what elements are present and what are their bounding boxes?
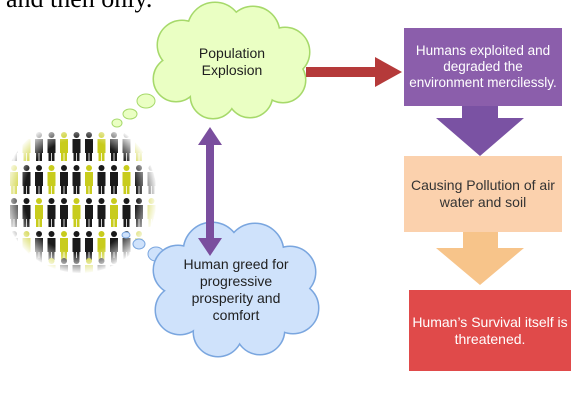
person-leg — [64, 278, 67, 287]
person-leg — [114, 278, 117, 287]
thought-bubbles-lower — [121, 231, 165, 262]
person-head — [11, 132, 17, 138]
person-head — [11, 258, 17, 264]
exploited-label: Humans exploited and degraded the enviro… — [409, 42, 557, 91]
person-head — [136, 258, 142, 264]
person-leg — [139, 278, 142, 287]
population-greed-double-arrow — [198, 127, 222, 256]
person-leg — [61, 278, 64, 287]
population-explosion-label: Population Explosion — [198, 45, 266, 78]
person-leg — [139, 251, 142, 260]
person-leg — [52, 278, 55, 287]
person-leg — [14, 251, 17, 260]
person-head — [148, 132, 155, 138]
person-body — [22, 265, 31, 273]
human-greed-cloud — [152, 221, 320, 358]
person-body — [35, 265, 43, 273]
crowd-icon — [2, 118, 158, 287]
person-head — [148, 231, 155, 237]
person-leg — [24, 278, 27, 287]
pollution-to-survival-arrow — [436, 232, 524, 285]
person-body — [135, 265, 143, 273]
person-leg — [23, 251, 27, 260]
person-body — [10, 265, 18, 273]
person-leg — [127, 278, 130, 287]
survival-label: Human’s Survival itself is threatened. — [412, 314, 568, 347]
person-leg — [86, 278, 89, 287]
person-leg — [136, 251, 139, 260]
person-leg — [152, 278, 155, 287]
header-text-fragment: and then only. — [6, 0, 152, 14]
person-head — [23, 258, 30, 264]
person-leg — [74, 278, 77, 287]
person-leg — [49, 278, 52, 287]
person-leg — [14, 278, 17, 287]
person-body — [122, 265, 131, 273]
person-leg — [36, 278, 39, 287]
person-leg — [151, 152, 155, 161]
person-leg — [136, 278, 139, 287]
person-leg — [89, 278, 92, 287]
person-leg — [149, 278, 152, 287]
pollution-box — [404, 156, 562, 232]
person-leg — [111, 278, 114, 287]
person-leg — [102, 278, 105, 287]
person-leg — [39, 278, 42, 287]
population-explosion-cloud — [152, 1, 311, 120]
person-leg — [11, 278, 14, 287]
person-leg — [11, 251, 14, 260]
thought-bubbles-upper — [111, 93, 156, 128]
person-leg — [27, 278, 30, 287]
person-leg — [124, 278, 127, 287]
pollution-label: Causing Pollution of air water and soil — [411, 177, 555, 210]
exploited-box — [404, 28, 562, 106]
person-body — [147, 139, 156, 153]
person-head — [136, 132, 142, 138]
person-leg — [77, 278, 80, 287]
human-greed-label: Human greed for progressive prosperity a… — [183, 256, 289, 323]
exploited-to-pollution-arrow — [436, 106, 524, 156]
person-leg — [99, 278, 102, 287]
person-head — [23, 132, 30, 138]
survival-box — [409, 290, 571, 371]
population-to-exploited-arrow — [306, 57, 402, 87]
